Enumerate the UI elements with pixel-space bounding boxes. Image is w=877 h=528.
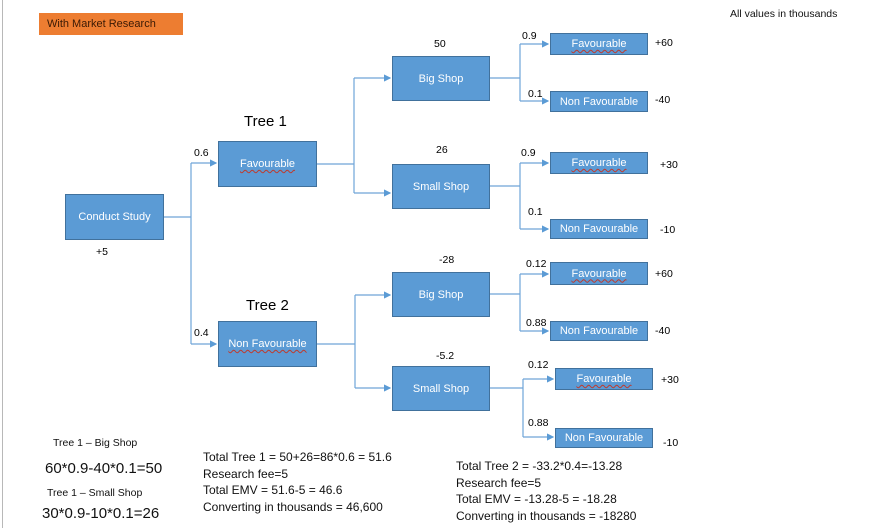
tree2-branch-prob: 0.4	[194, 327, 209, 339]
tree2-summary-line: Research fee=5	[456, 475, 542, 490]
tree2-node-label: Non Favourable	[228, 338, 307, 350]
root-node-conduct-study[interactable]: Conduct Study	[65, 194, 164, 240]
t1-big-nonfav-prob: 0.1	[528, 88, 543, 100]
t2-small-nonfav-prob: 0.88	[528, 417, 549, 429]
tree1-small-shop-formula: 30*0.9-10*0.1=26	[42, 505, 160, 522]
tree2-summary-line: Total Tree 2 = -33.2*0.4=-13.28	[456, 459, 623, 473]
connector-t1-big	[490, 44, 521, 101]
tree2-small-shop-emv: -5.2	[436, 350, 455, 362]
tree1-summary-line: Total EMV = 51.6-5 = 46.6	[203, 483, 343, 497]
t1-small-nonfav-prob: 0.1	[528, 206, 543, 218]
tree1-summary: Total Tree 1 = 50+26=86*0.6 = 51.6 Resea…	[203, 449, 392, 515]
tree1-branch-prob: 0.6	[194, 147, 209, 159]
connector-t1-small	[490, 163, 521, 229]
t1-small-fav-node[interactable]: Favourable	[550, 152, 648, 174]
tree1-small-shop-label: Small Shop	[412, 180, 470, 193]
tree1-big-shop-label: Big Shop	[418, 72, 464, 85]
t2-small-fav-prob: 0.12	[528, 359, 549, 371]
connector-tree1	[317, 78, 355, 193]
t1-small-fav-label: Favourable	[571, 157, 627, 169]
root-value: +5	[96, 246, 108, 258]
left-border-rule	[2, 0, 3, 528]
t1-small-nonfav-payoff: -10	[660, 224, 676, 236]
tree1-big-shop-node[interactable]: Big Shop	[392, 56, 490, 101]
t1-small-fav-payoff: +30	[660, 159, 678, 171]
t1-big-fav-prob: 0.9	[522, 30, 537, 42]
tree1-big-shop-formula: 60*0.9-40*0.1=50	[45, 460, 163, 477]
t1-big-nonfav-node[interactable]: Non Favourable	[550, 91, 648, 112]
tree2-small-shop-node[interactable]: Small Shop	[392, 366, 490, 411]
tree1-node-favourable[interactable]: Favourable	[218, 141, 317, 187]
connector-t2-big	[490, 274, 521, 331]
scenario-banner: With Market Research	[39, 13, 183, 35]
t2-small-fav-payoff: +30	[661, 374, 679, 386]
tree1-summary-line: Research fee=5	[203, 466, 289, 481]
tree1-big-shop-heading: Tree 1 – Big Shop	[53, 437, 138, 449]
tree2-big-shop-node[interactable]: Big Shop	[392, 272, 490, 317]
t2-small-fav-node[interactable]: Favourable	[555, 368, 653, 390]
connector-root	[164, 163, 192, 344]
t2-big-nonfav-payoff: -40	[655, 325, 671, 337]
t2-small-nonfav-node[interactable]: Non Favourable	[555, 428, 653, 448]
t2-small-nonfav-payoff: -10	[663, 437, 679, 449]
root-node-label: Conduct Study	[78, 211, 151, 223]
tree1-summary-line: Converting in thousands = 46,600	[203, 499, 383, 514]
t2-big-nonfav-label: Non Favourable	[559, 325, 639, 337]
tree1-big-shop-emv: 50	[434, 38, 446, 50]
tree2-summary-line: Converting in thousands = -18280	[456, 508, 637, 523]
t2-big-fav-label: Favourable	[571, 267, 627, 280]
t2-big-fav-payoff: +60	[655, 268, 673, 280]
t1-small-fav-prob: 0.9	[521, 147, 536, 159]
t1-big-nonfav-payoff: -40	[655, 94, 671, 106]
tree2-big-shop-emv: -28	[439, 254, 455, 266]
tree1-small-shop-heading: Tree 1 – Small Shop	[47, 487, 143, 499]
t1-big-fav-payoff: +60	[655, 37, 673, 49]
connector-tree2	[317, 295, 356, 388]
t2-big-nonfav-prob: 0.88	[526, 317, 547, 329]
tree1-small-shop-node[interactable]: Small Shop	[392, 164, 490, 209]
tree2-small-shop-label: Small Shop	[412, 382, 470, 395]
units-note: All values in thousands	[730, 8, 838, 20]
t2-big-nonfav-node[interactable]: Non Favourable	[550, 321, 648, 341]
t1-big-fav-node[interactable]: Favourable	[550, 33, 648, 55]
t2-small-nonfav-label: Non Favourable	[564, 432, 644, 444]
tree2-big-shop-label: Big Shop	[418, 288, 464, 301]
t1-big-nonfav-label: Non Favourable	[559, 95, 639, 108]
tree2-node-non-favourable[interactable]: Non Favourable	[218, 321, 317, 367]
tree2-title: Tree 2	[246, 297, 289, 314]
t1-small-nonfav-node[interactable]: Non Favourable	[550, 219, 648, 239]
tree2-summary: Total Tree 2 = -33.2*0.4=-13.28 Research…	[456, 458, 636, 524]
tree1-small-shop-emv: 26	[436, 144, 448, 156]
t2-big-fav-prob: 0.12	[526, 258, 547, 270]
t2-big-fav-node[interactable]: Favourable	[550, 262, 648, 285]
t1-small-nonfav-label: Non Favourable	[559, 223, 639, 235]
tree1-summary-line: Total Tree 1 = 50+26=86*0.6 = 51.6	[203, 450, 392, 464]
tree2-summary-line: Total EMV = -13.28-5 = -18.28	[456, 492, 617, 506]
t1-big-fav-label: Favourable	[571, 38, 627, 50]
connector-t2-small	[490, 379, 524, 437]
tree1-title: Tree 1	[244, 113, 287, 130]
t2-small-fav-label: Favourable	[576, 373, 632, 385]
tree1-node-label: Favourable	[239, 158, 296, 170]
